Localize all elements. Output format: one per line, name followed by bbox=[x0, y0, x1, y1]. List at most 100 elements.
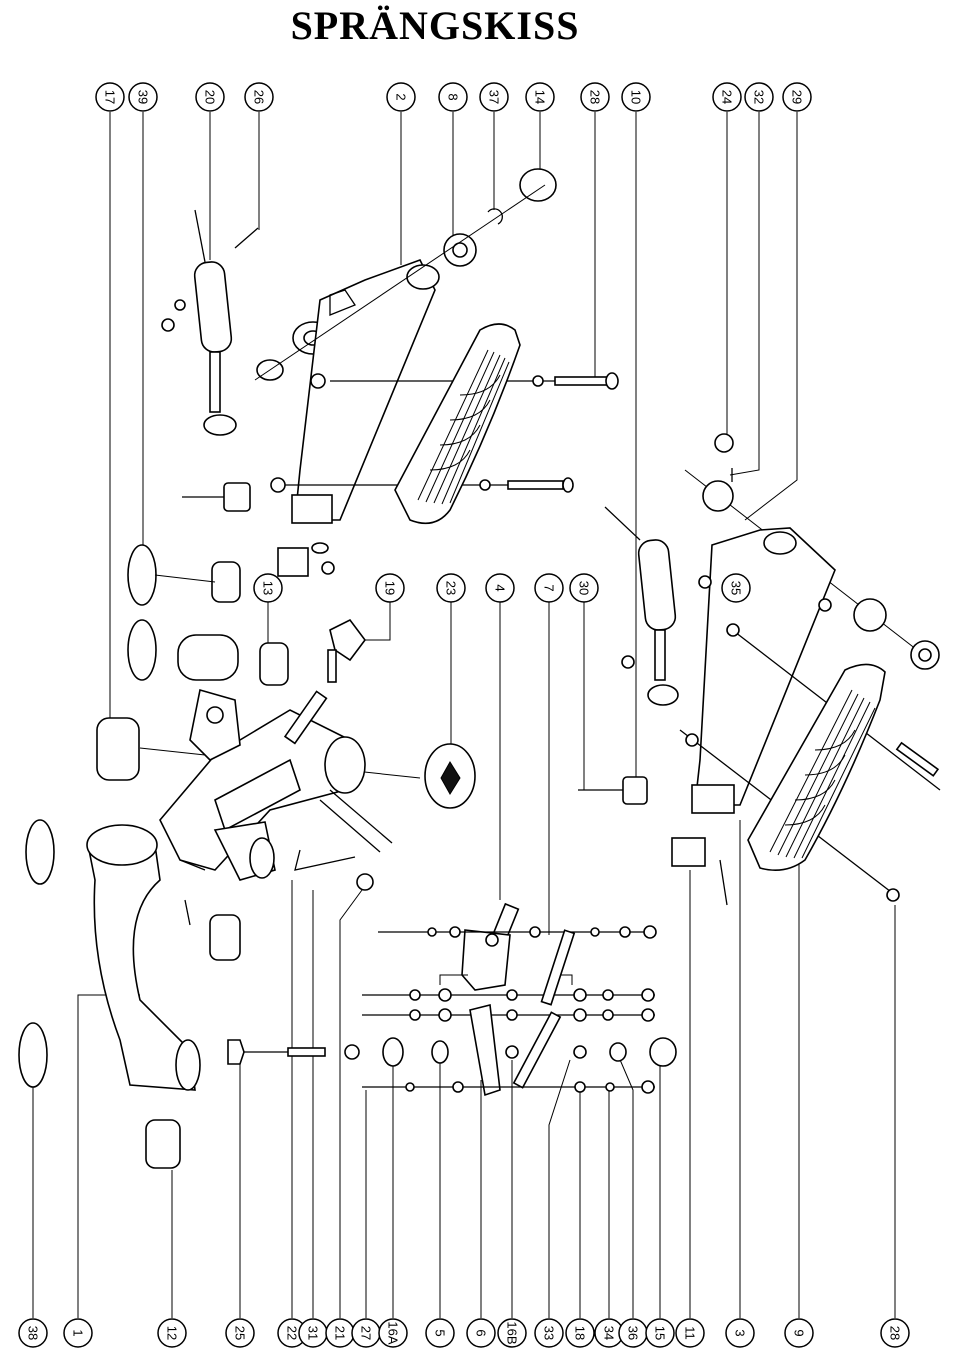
callout-number: 12 bbox=[165, 1326, 180, 1340]
callout-34: 34 bbox=[594, 1318, 624, 1348]
callout-8: 8 bbox=[438, 82, 468, 112]
callout-number: 25 bbox=[233, 1326, 248, 1340]
callout-number: 15 bbox=[653, 1326, 668, 1340]
callout-24: 24 bbox=[712, 82, 742, 112]
callout-28: 28 bbox=[580, 82, 610, 112]
callout-circle bbox=[244, 82, 274, 112]
callout-26: 26 bbox=[244, 82, 274, 112]
callout-11: 11 bbox=[675, 1318, 705, 1348]
callout-29: 29 bbox=[782, 82, 812, 112]
callout-circle bbox=[479, 82, 509, 112]
callout-circle bbox=[645, 1318, 675, 1348]
callout-number: 20 bbox=[203, 90, 218, 104]
callout-circle bbox=[425, 1318, 455, 1348]
callout-18: 18 bbox=[565, 1318, 595, 1348]
callout-38: 38 bbox=[18, 1318, 48, 1348]
callout-circle bbox=[784, 1318, 814, 1348]
callout-number: 7 bbox=[542, 584, 557, 591]
callout-2: 2 bbox=[386, 82, 416, 112]
callout-number: 30 bbox=[577, 581, 592, 595]
callout-circle bbox=[721, 573, 751, 603]
callout-number: 19 bbox=[383, 581, 398, 595]
callout-number: 29 bbox=[790, 90, 805, 104]
callout-37: 37 bbox=[479, 82, 509, 112]
callout-circle bbox=[712, 82, 742, 112]
crank-hardware-assembly bbox=[227, 902, 677, 1097]
callout-circle bbox=[378, 1318, 408, 1348]
callout-13: 13 bbox=[253, 573, 283, 603]
callout-number: 13 bbox=[261, 581, 276, 595]
callout-number: 36 bbox=[626, 1326, 641, 1340]
callout-circle bbox=[485, 573, 515, 603]
callout-number: 28 bbox=[888, 1326, 903, 1340]
callout-circle bbox=[497, 1318, 527, 1348]
callout-number: 32 bbox=[752, 90, 767, 104]
main-frame-assembly bbox=[18, 544, 476, 1169]
callout-circle bbox=[525, 82, 555, 112]
callout-circle bbox=[580, 82, 610, 112]
callout-28: 28 bbox=[880, 1318, 910, 1348]
callout-3: 3 bbox=[725, 1318, 755, 1348]
callout-circle bbox=[195, 82, 225, 112]
callout-25: 25 bbox=[225, 1318, 255, 1348]
callout-number: 26 bbox=[252, 90, 267, 104]
callout-12: 12 bbox=[157, 1318, 187, 1348]
callout-1: 1 bbox=[63, 1318, 93, 1348]
callout-number: 23 bbox=[444, 581, 459, 595]
callout-number: 10 bbox=[629, 90, 644, 104]
callout-circle bbox=[128, 82, 158, 112]
callout-number: 6 bbox=[474, 1329, 489, 1336]
callout-number: 33 bbox=[542, 1326, 557, 1340]
callout-16A: 16A bbox=[378, 1318, 408, 1348]
callout-circle bbox=[744, 82, 774, 112]
callout-number: 28 bbox=[588, 90, 603, 104]
callout-number: 8 bbox=[446, 93, 461, 100]
callout-number: 27 bbox=[359, 1326, 374, 1340]
callout-21: 21 bbox=[325, 1318, 355, 1348]
callout-number: 11 bbox=[683, 1326, 698, 1340]
callout-10: 10 bbox=[621, 82, 651, 112]
callout-circle bbox=[436, 573, 466, 603]
callout-14: 14 bbox=[525, 82, 555, 112]
callout-19: 19 bbox=[375, 573, 405, 603]
callout-5: 5 bbox=[425, 1318, 455, 1348]
callout-circle bbox=[63, 1318, 93, 1348]
callout-30: 30 bbox=[569, 573, 599, 603]
callout-27: 27 bbox=[351, 1318, 381, 1348]
callout-circle bbox=[95, 82, 125, 112]
callout-circle bbox=[569, 573, 599, 603]
callout-number: 31 bbox=[306, 1326, 321, 1340]
callout-circle bbox=[438, 82, 468, 112]
page-title: SPRÄNGSKISS bbox=[290, 3, 580, 48]
callout-number: 4 bbox=[493, 584, 508, 591]
callout-7: 7 bbox=[534, 573, 564, 603]
callout-number: 18 bbox=[573, 1326, 588, 1340]
callout-17: 17 bbox=[95, 82, 125, 112]
callout-number: 34 bbox=[602, 1326, 617, 1340]
callout-number: 37 bbox=[487, 90, 502, 104]
callout-circle bbox=[18, 1318, 48, 1348]
callout-number: 39 bbox=[136, 90, 151, 104]
callout-number: 5 bbox=[433, 1329, 448, 1336]
callout-number: 1 bbox=[71, 1329, 86, 1336]
callout-32: 32 bbox=[744, 82, 774, 112]
callout-circle bbox=[880, 1318, 910, 1348]
callout-number: 16A bbox=[386, 1321, 401, 1344]
callout-number: 2 bbox=[394, 93, 409, 100]
callout-circle bbox=[534, 573, 564, 603]
callout-circle bbox=[225, 1318, 255, 1348]
callout-number: 22 bbox=[285, 1326, 300, 1340]
callout-23: 23 bbox=[436, 573, 466, 603]
callout-circle bbox=[466, 1318, 496, 1348]
callout-circle bbox=[725, 1318, 755, 1348]
callout-number: 24 bbox=[720, 90, 735, 104]
callout-circle bbox=[157, 1318, 187, 1348]
callout-6: 6 bbox=[466, 1318, 496, 1348]
callout-15: 15 bbox=[645, 1318, 675, 1348]
callout-circle bbox=[534, 1318, 564, 1348]
callout-circle bbox=[375, 573, 405, 603]
callout-number: 9 bbox=[792, 1329, 807, 1336]
callout-circle bbox=[253, 573, 283, 603]
